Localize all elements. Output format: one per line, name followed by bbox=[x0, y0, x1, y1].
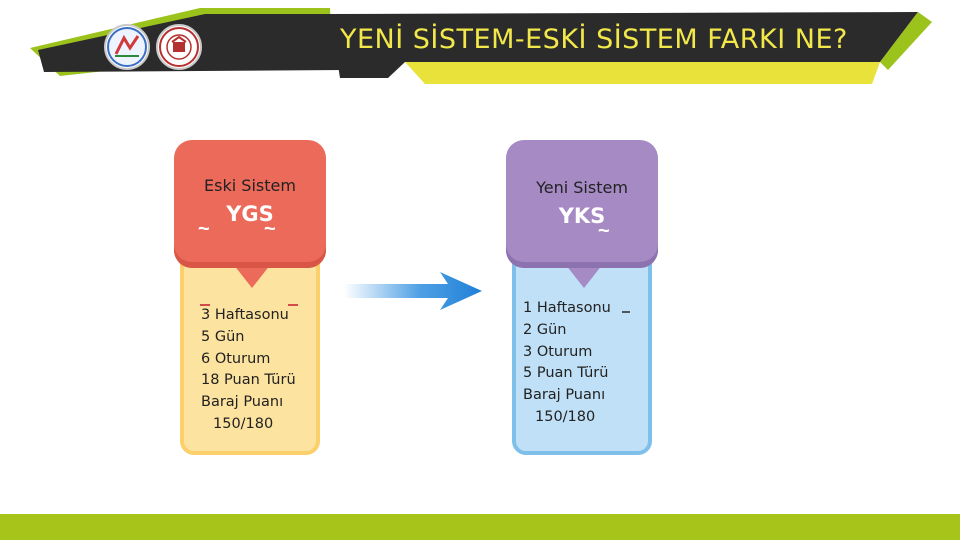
school-logo-emblem bbox=[104, 24, 150, 70]
banner-green-right bbox=[880, 12, 932, 70]
list-item: 150/180 bbox=[535, 408, 596, 425]
list-item: 150/180 bbox=[213, 415, 274, 432]
decor-squiggle: ~ bbox=[264, 218, 276, 240]
old-system-head: Eski Sistem YGS ~ ~ bbox=[174, 140, 326, 268]
list-item: 5 Gün bbox=[201, 328, 245, 345]
new-system-code: YKS bbox=[558, 204, 606, 228]
banner-dark-main bbox=[330, 12, 918, 78]
new-system-label: Yeni Sistem bbox=[536, 178, 628, 197]
decor-dash bbox=[622, 311, 630, 313]
arrow-right-icon bbox=[344, 272, 482, 310]
list-item: 3 Haftasonu bbox=[201, 307, 289, 323]
new-system-head: Yeni Sistem YKS ~ bbox=[506, 140, 658, 268]
list-item: 18 Puan Türü bbox=[201, 372, 296, 389]
footer-bar bbox=[0, 514, 960, 540]
new-system-list: 1 Haftasonu 2 Gün 3 Oturum 5 Puan Türü B… bbox=[523, 298, 611, 429]
old-system-list: 3 Haftasonu 5 Gün 6 Oturum 18 Puan Türü … bbox=[201, 305, 296, 436]
list-item: 6 Oturum bbox=[201, 350, 271, 367]
decor-squiggle: ~ bbox=[598, 220, 610, 242]
decor-dash bbox=[288, 304, 298, 306]
list-item: Baraj Puanı bbox=[523, 387, 606, 404]
list-item: 2 Gün bbox=[523, 321, 567, 338]
new-system-body bbox=[512, 240, 652, 455]
decor-dash bbox=[200, 304, 210, 306]
list-item: 3 Oturum bbox=[523, 343, 593, 360]
meb-emblem-icon bbox=[159, 27, 199, 67]
emblem-icon bbox=[107, 27, 147, 67]
slide-title: YENİ SİSTEM-ESKİ SİSTEM FARKI NE? bbox=[340, 24, 848, 55]
meb-logo bbox=[156, 24, 202, 70]
list-item: 1 Haftasonu bbox=[523, 300, 611, 316]
banner-yellow-strip bbox=[405, 62, 880, 84]
decor-squiggle: ~ bbox=[198, 218, 210, 240]
old-system-code: YGS bbox=[226, 202, 274, 226]
old-system-label: Eski Sistem bbox=[204, 176, 296, 195]
list-item: 5 Puan Türü bbox=[523, 365, 609, 382]
list-item: Baraj Puanı bbox=[201, 394, 284, 411]
